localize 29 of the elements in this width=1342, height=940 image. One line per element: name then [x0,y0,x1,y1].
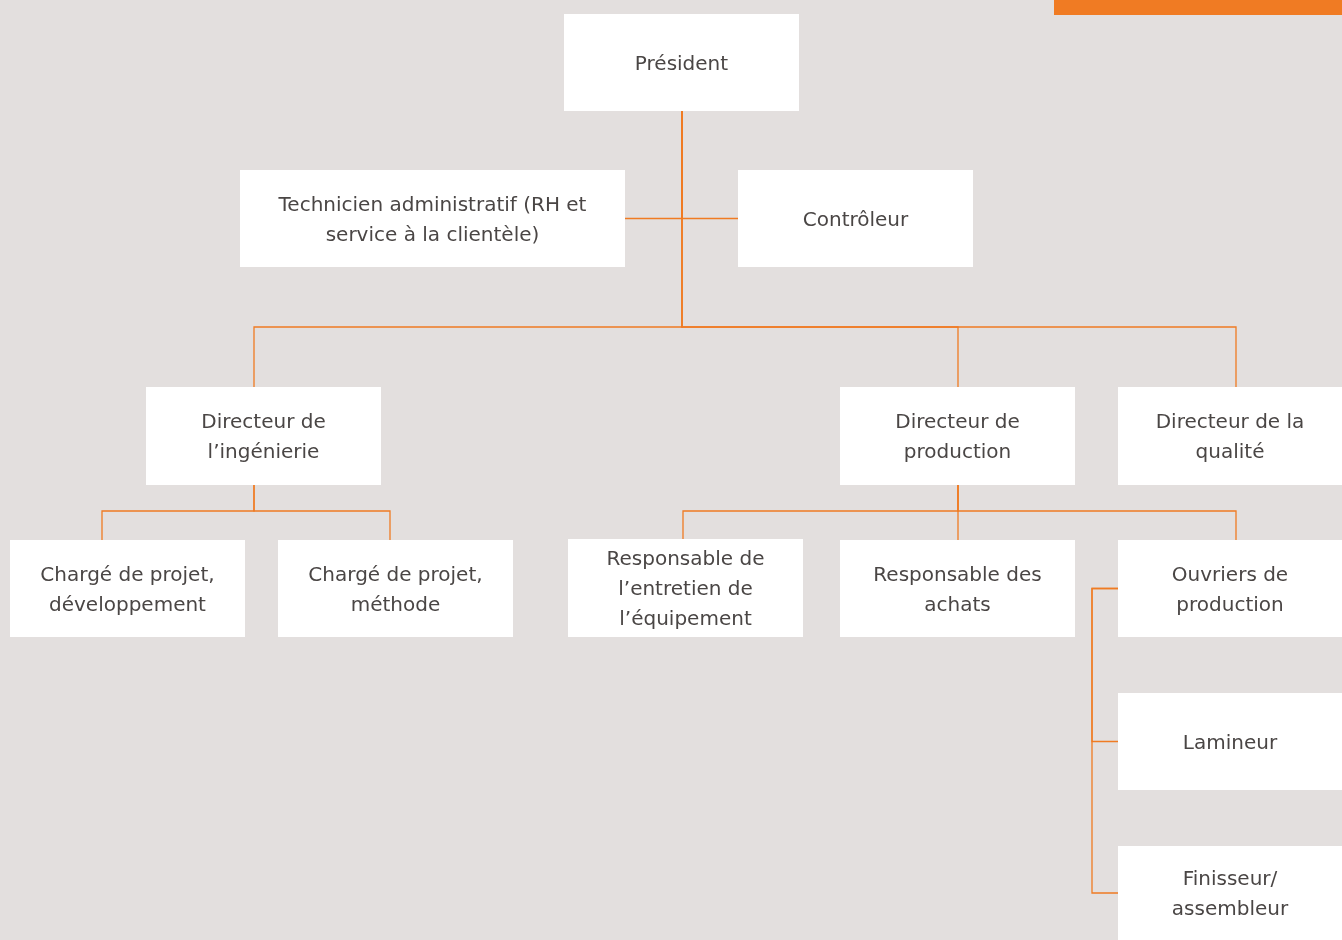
role-title: Responsable des achats [872,560,1043,618]
connector-line [1091,587,1119,894]
org-box [278,540,513,637]
role-title: Président [634,49,729,77]
org-box [738,170,973,267]
role-title: Technicien administratif (RH et service à la clientèle) [277,190,588,248]
role-title: Directeur de la qualité [1154,408,1306,465]
role-title: Directeur de l’ingénierie [200,408,327,465]
org-box [10,540,245,637]
role-title: Directeur de production [894,408,1021,465]
role-title: Chargé de projet, méthode [307,560,484,618]
org-box [568,539,803,637]
org-box [564,14,799,111]
org-box [840,540,1075,637]
role-title: Contrôleur [802,205,909,233]
org-box [146,387,381,485]
role-title: Ouvriers de production [1170,560,1290,618]
role-title: Lamineur [1182,728,1278,756]
org-box [1118,693,1342,790]
role-title: Chargé de projet, développement [39,560,216,618]
connector-line [957,484,1237,541]
org-box [1118,846,1342,940]
org-box [840,387,1075,485]
org-box [240,170,625,267]
role-title: Responsable de l’entretien de l’équipement [605,545,766,632]
org-box [1118,387,1342,485]
role-title: Finisseur/ assembleur [1170,865,1290,922]
org-box [1118,540,1342,637]
connector-line [253,484,391,541]
